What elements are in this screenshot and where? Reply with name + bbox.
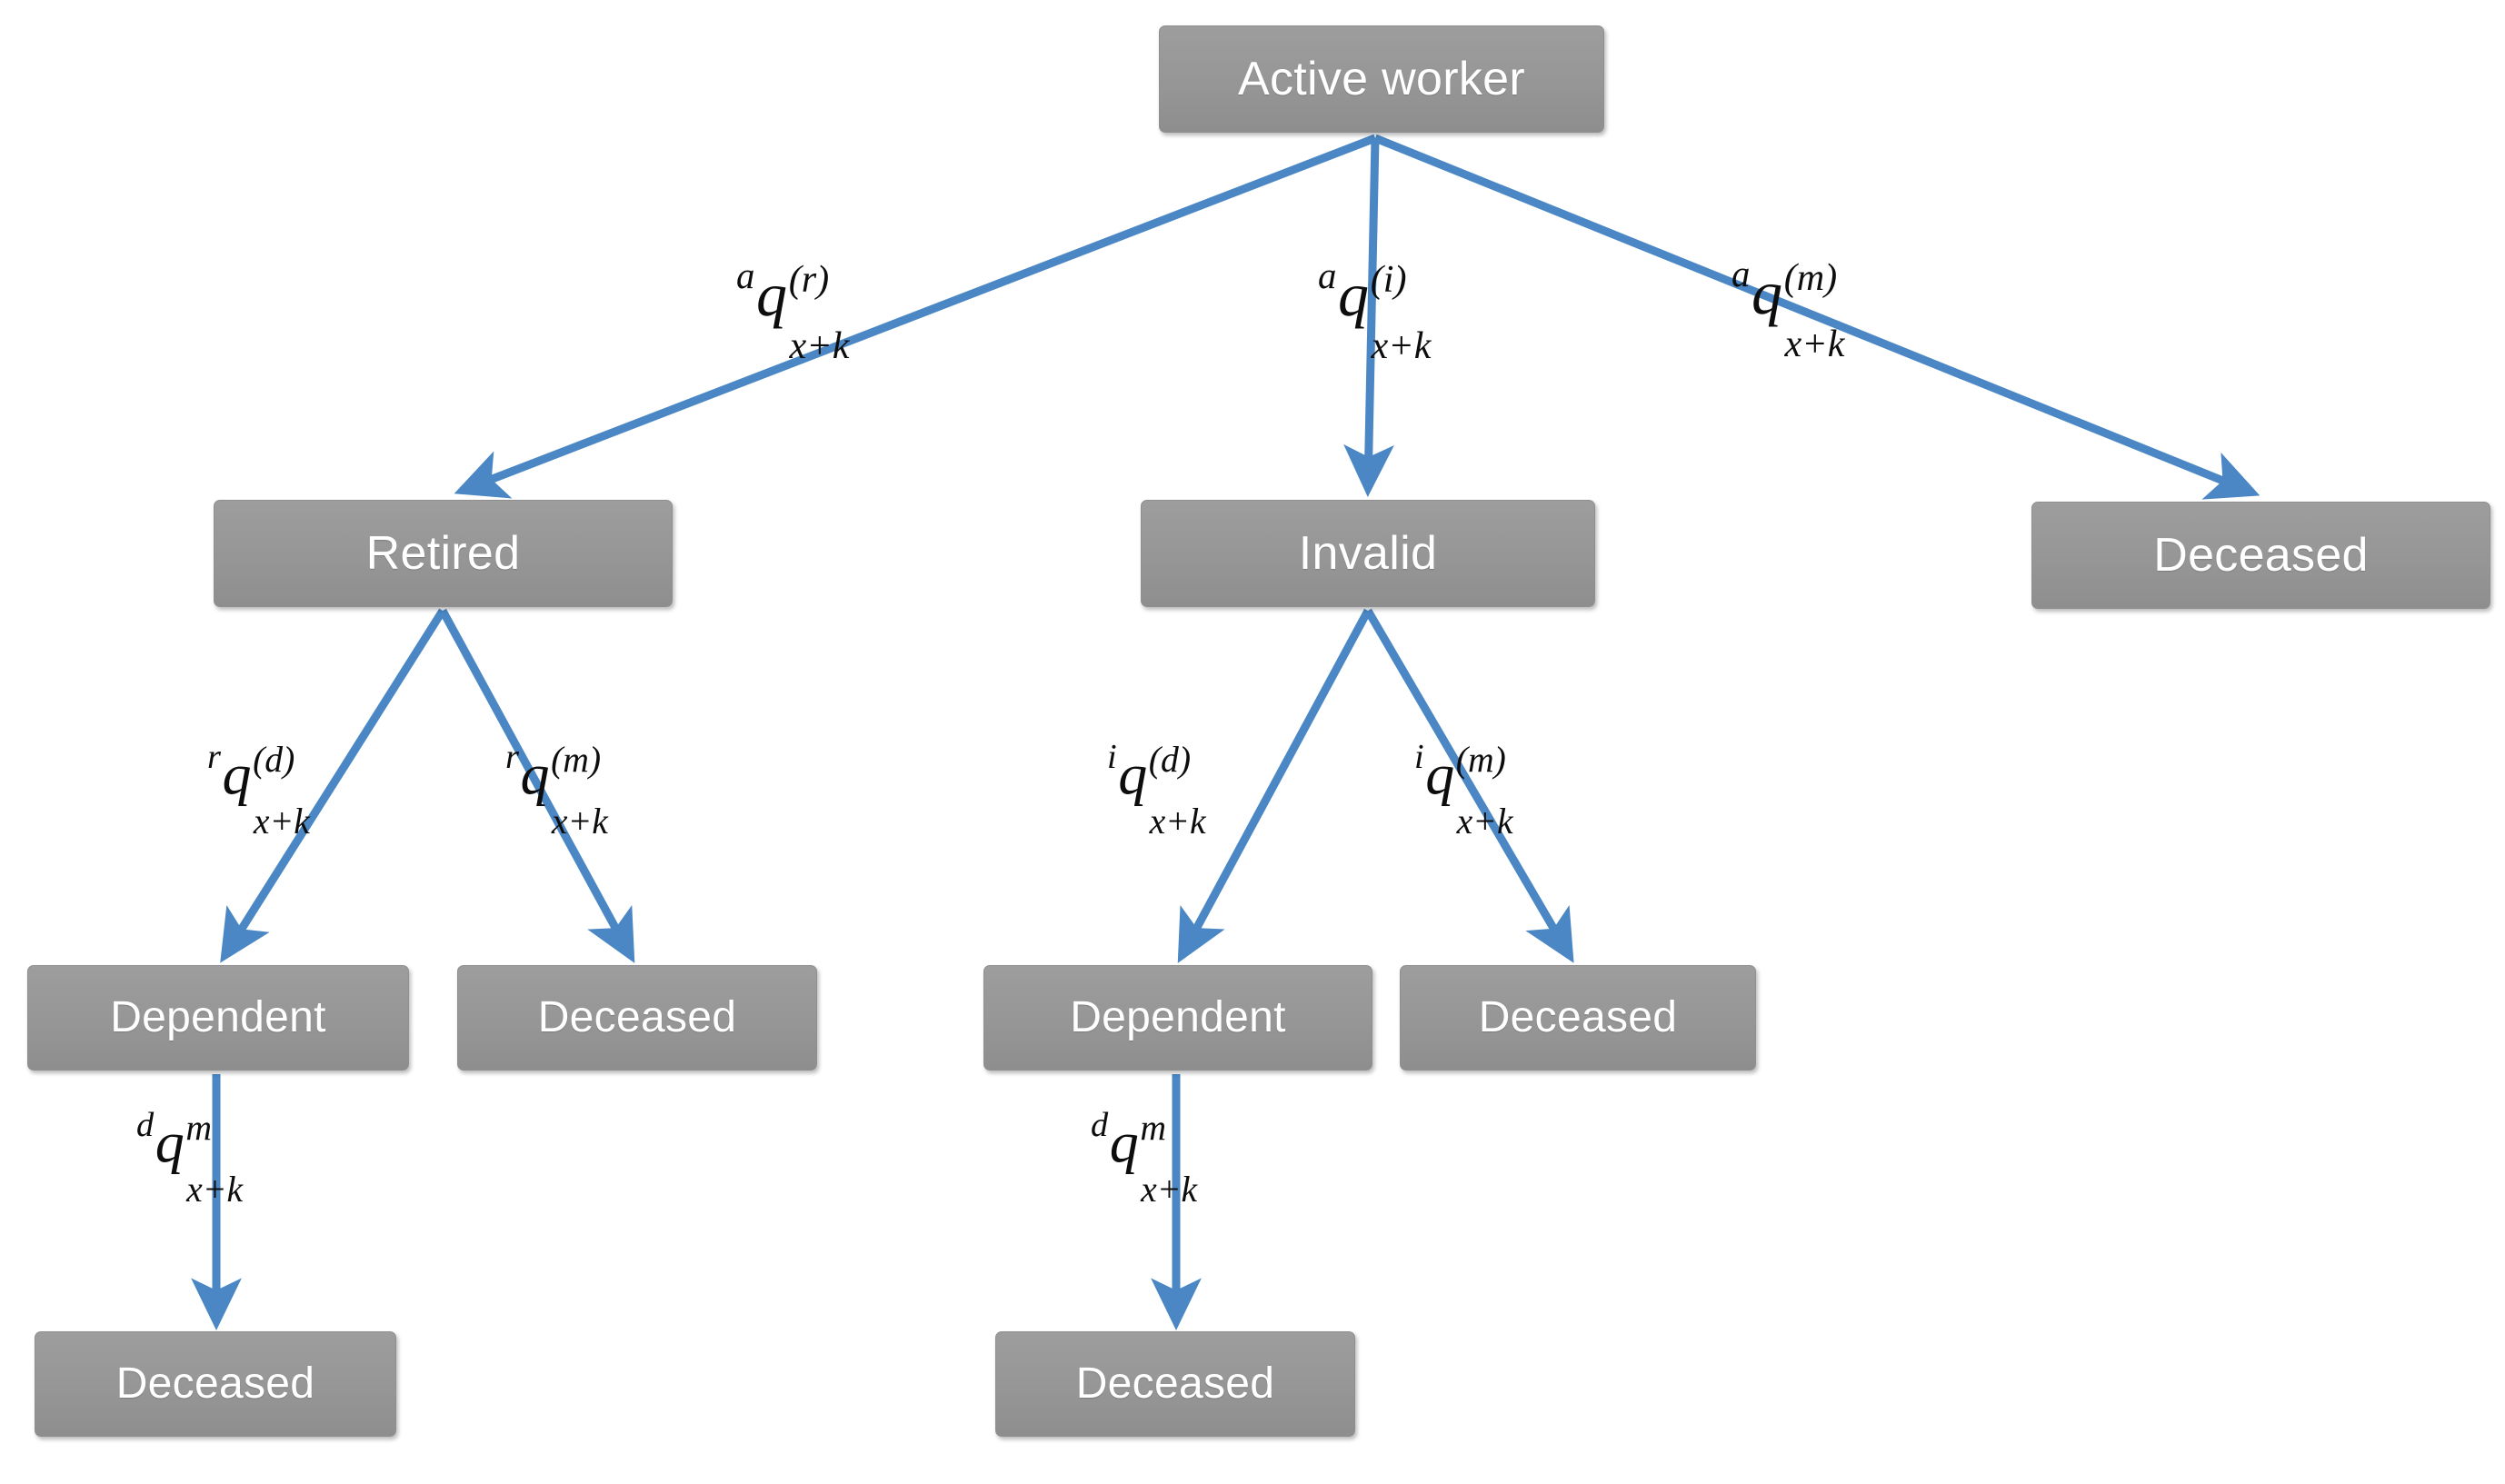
formula-invalid-to-deceased: iq(m) x+k bbox=[1414, 740, 1513, 840]
edge-invalid-dependent bbox=[1177, 608, 1372, 963]
formula-active-to-invalid: aq(i) x+k bbox=[1318, 257, 1431, 364]
formula-presuperscript: a bbox=[1318, 254, 1337, 296]
formula-presuperscript: d bbox=[136, 1105, 155, 1144]
node-invalid[interactable]: Invalid bbox=[1141, 500, 1595, 607]
node-label: Dependent bbox=[1070, 993, 1286, 1041]
formula-base: q bbox=[1109, 1110, 1139, 1175]
node-label: Deceased bbox=[1478, 993, 1678, 1041]
formula-superscript: (m) bbox=[1455, 739, 1506, 780]
formula-presuperscript: i bbox=[1107, 737, 1117, 776]
formula-presuperscript: r bbox=[505, 737, 519, 776]
formula-base: q bbox=[1425, 742, 1455, 807]
formula-subscript: x+k bbox=[1371, 324, 1432, 367]
formula-superscript: (i) bbox=[1370, 258, 1407, 302]
formula-invalid-to-dependent: iq(d) x+k bbox=[1107, 740, 1206, 840]
formula-superscript: (d) bbox=[253, 739, 295, 780]
node-label: Deceased bbox=[115, 1360, 315, 1408]
formula-superscript: (m) bbox=[551, 739, 602, 780]
formula-superscript: m bbox=[185, 1107, 212, 1148]
formula-base: q bbox=[1338, 260, 1370, 329]
formula-base: q bbox=[756, 260, 788, 329]
formula-subscript: x+k bbox=[1149, 802, 1206, 842]
formula-subscript: x+k bbox=[186, 1170, 244, 1210]
formula-base: q bbox=[520, 742, 550, 807]
edge-active-deceased bbox=[1373, 134, 2260, 500]
edge-active-retired bbox=[454, 134, 1377, 499]
node-label: Invalid bbox=[1298, 527, 1438, 580]
formula-active-to-deceased: aq(m) x+k bbox=[1732, 255, 1844, 363]
node-label: Deceased bbox=[2153, 529, 2369, 582]
node-deceased-from-retired[interactable]: Deceased bbox=[457, 965, 817, 1071]
edge-invalid-deceased bbox=[1364, 608, 1574, 963]
formula-subscript: x+k bbox=[253, 802, 310, 842]
formula-presuperscript: a bbox=[1732, 253, 1751, 294]
node-dependent-from-retired[interactable]: Dependent bbox=[27, 965, 409, 1071]
formula-subscript: x+k bbox=[1784, 322, 1845, 365]
formula-active-to-retired: aq(r) x+k bbox=[736, 257, 849, 364]
formula-base: q bbox=[222, 742, 252, 807]
edge-retired-dependent bbox=[220, 608, 446, 963]
node-label: Dependent bbox=[110, 993, 326, 1041]
formula-presuperscript: i bbox=[1414, 737, 1424, 776]
formula-presuperscript: a bbox=[736, 254, 755, 296]
formula-base: q bbox=[1752, 258, 1783, 327]
node-label: Retired bbox=[365, 527, 521, 580]
formula-superscript: m bbox=[1140, 1107, 1166, 1148]
formula-base: q bbox=[155, 1110, 185, 1175]
formula-base: q bbox=[1118, 742, 1148, 807]
node-retired[interactable]: Retired bbox=[214, 500, 673, 607]
formula-presuperscript: d bbox=[1091, 1105, 1109, 1144]
formula-subscript: x+k bbox=[1456, 802, 1513, 842]
node-deceased-from-invalid[interactable]: Deceased bbox=[1400, 965, 1756, 1071]
node-active-worker[interactable]: Active worker bbox=[1159, 25, 1604, 133]
formula-superscript: (m) bbox=[1783, 256, 1838, 300]
formula-retired-to-dependent: rq(d) x+k bbox=[207, 740, 310, 840]
formula-retired-to-deceased: rq(m) x+k bbox=[505, 740, 608, 840]
node-label: Deceased bbox=[1075, 1360, 1275, 1408]
node-dependent-from-invalid[interactable]: Dependent bbox=[983, 965, 1372, 1071]
node-deceased-from-dependent-right[interactable]: Deceased bbox=[995, 1331, 1355, 1437]
formula-superscript: (d) bbox=[1148, 739, 1192, 780]
formula-subscript: x+k bbox=[1141, 1170, 1198, 1210]
formula-subscript: x+k bbox=[551, 802, 608, 842]
node-deceased-from-dependent-left[interactable]: Deceased bbox=[35, 1331, 396, 1437]
edge-active-invalid bbox=[1343, 137, 1394, 497]
node-deceased-from-active[interactable]: Deceased bbox=[2031, 502, 2490, 609]
node-label: Deceased bbox=[537, 993, 737, 1041]
formula-subscript: x+k bbox=[789, 324, 850, 367]
formula-superscript: (r) bbox=[788, 258, 830, 302]
node-label: Active worker bbox=[1238, 53, 1525, 105]
formula-presuperscript: r bbox=[207, 737, 221, 776]
